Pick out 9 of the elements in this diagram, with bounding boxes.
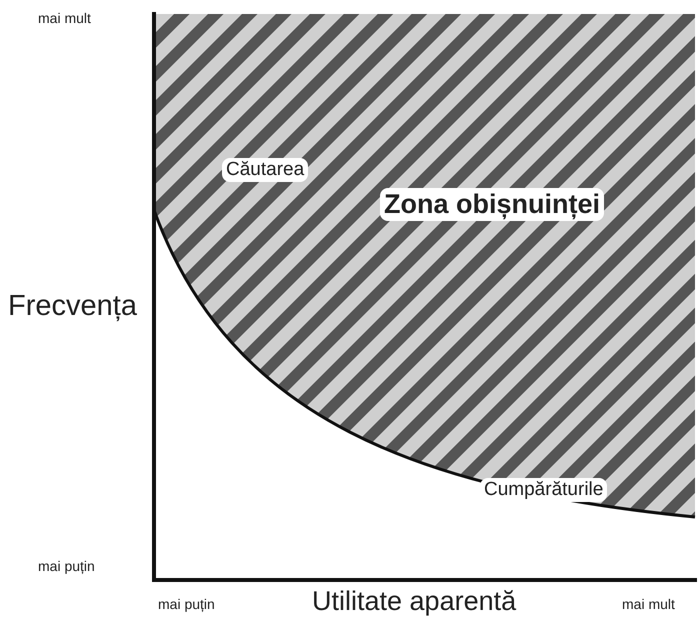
example-label: Cumpărăturile	[480, 478, 608, 502]
scale-label: mai mult	[38, 10, 91, 26]
axis-label: Utilitate aparentă	[312, 586, 516, 618]
scale-label: mai mult	[622, 596, 675, 612]
scale-label: mai puțin	[38, 558, 95, 574]
axis-label: Frecvența	[8, 290, 137, 324]
zone-label: Zona obișnuinței	[380, 188, 604, 222]
example-label: Căutarea	[222, 158, 308, 182]
scale-label: mai puțin	[158, 596, 215, 612]
